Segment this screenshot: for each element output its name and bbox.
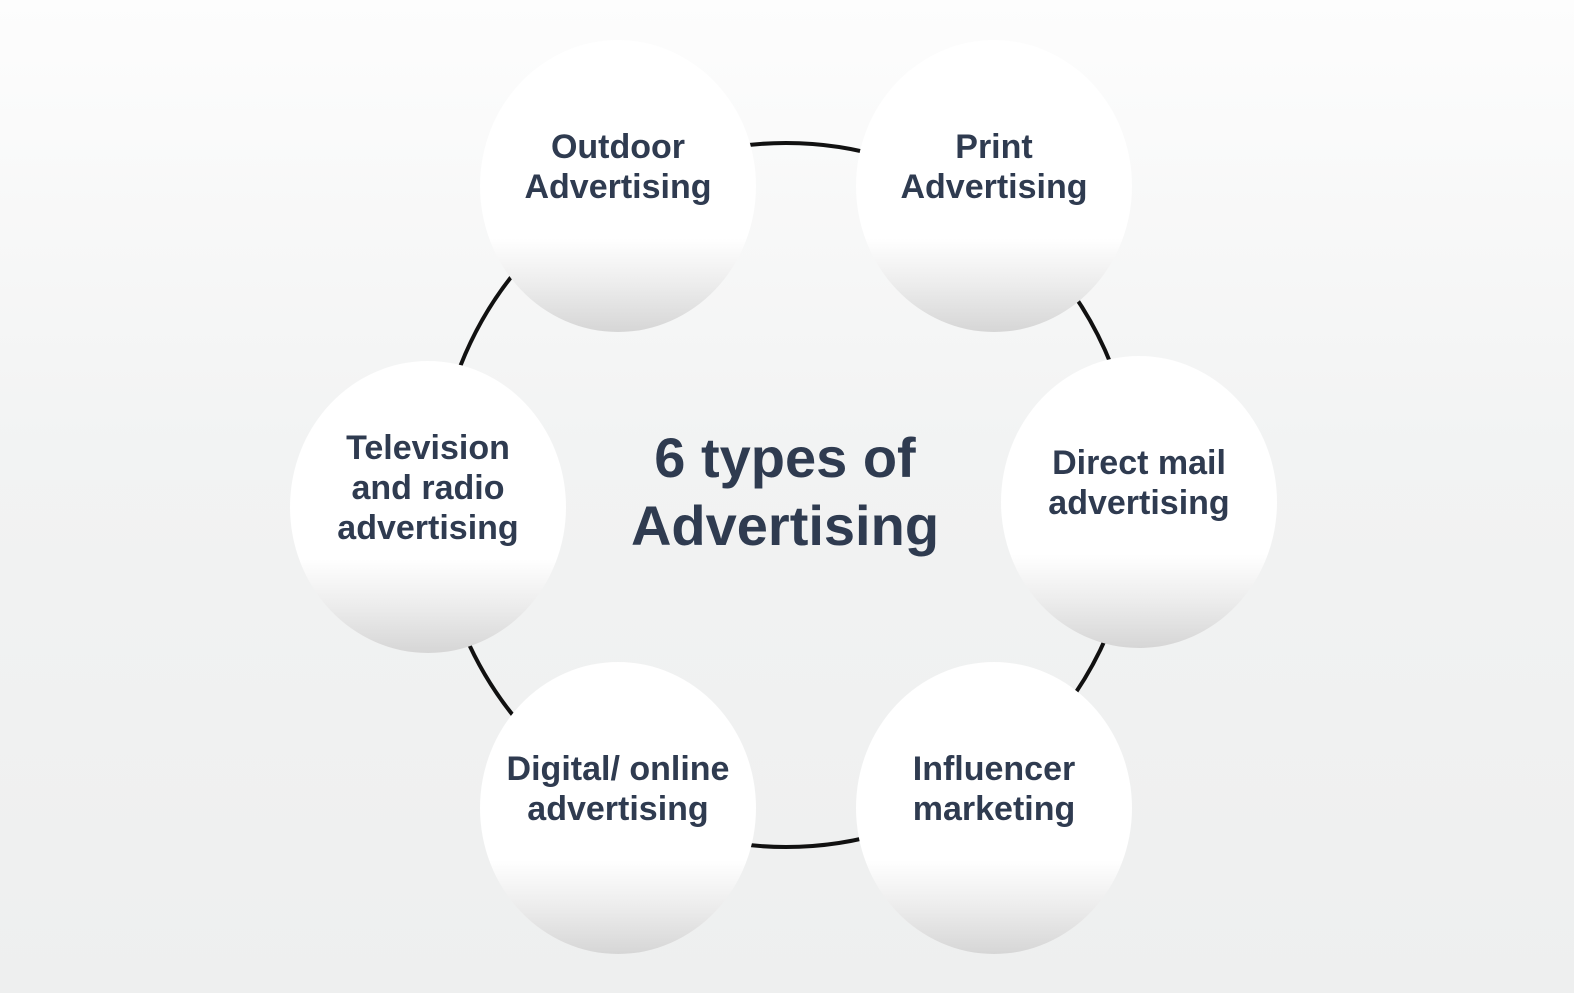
node-label: Outdoor Advertising: [524, 128, 712, 206]
node-label: Direct mail advertising: [1048, 444, 1230, 522]
diagram-title: 6 types of Advertising: [630, 426, 940, 557]
node-label: Print Advertising: [900, 128, 1088, 206]
node-digital-online-advertising: Digital/ online advertising: [480, 662, 756, 954]
node-outdoor-advertising: Outdoor Advertising: [480, 40, 756, 332]
node-television-radio-advertising: Television and radio advertising: [290, 361, 566, 653]
node-influencer-marketing: Influencer marketing: [856, 662, 1132, 954]
node-label: Digital/ online advertising: [506, 750, 730, 828]
node-label: Influencer marketing: [912, 750, 1076, 828]
node-direct-mail-advertising: Direct mail advertising: [1001, 356, 1277, 648]
node-print-advertising: Print Advertising: [856, 40, 1132, 332]
node-label: Television and radio advertising: [337, 429, 519, 547]
